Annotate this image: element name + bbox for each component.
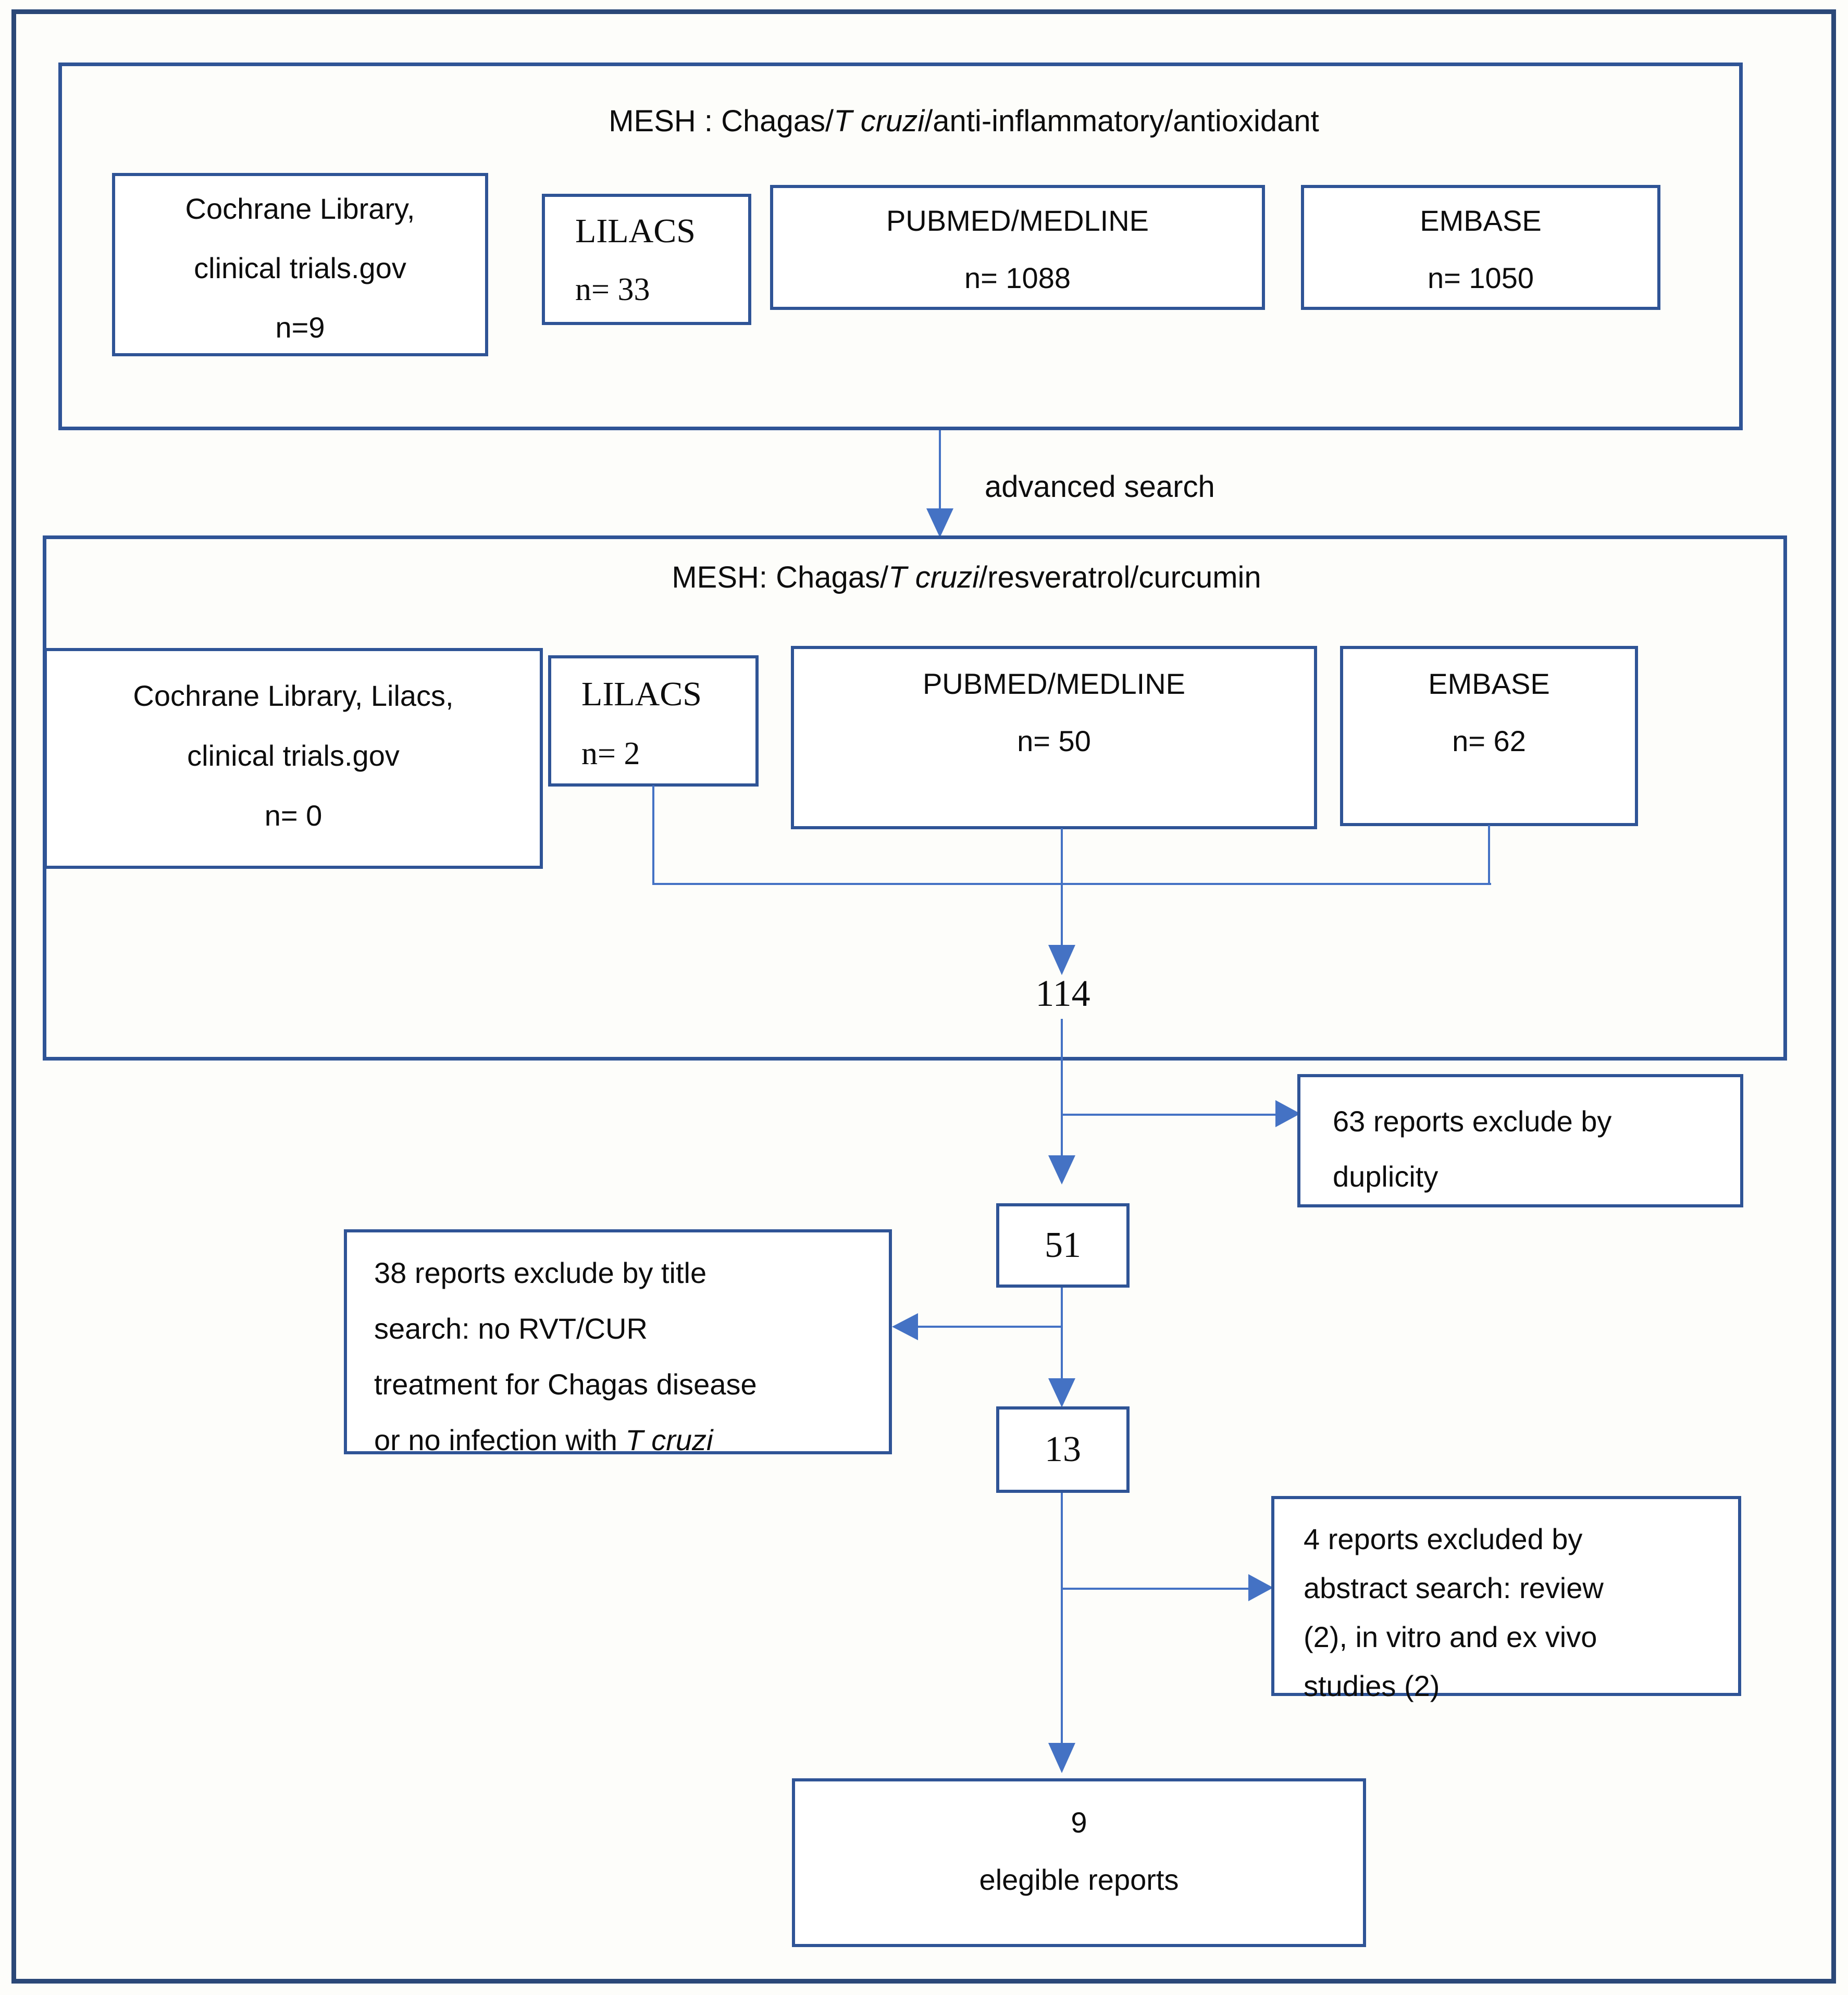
box-embase-2: EMBASE n= 62 — [1340, 646, 1638, 826]
eligible-reports-line2: elegible reports — [979, 1863, 1179, 1896]
branch-to-abstract-exclusion — [1062, 1588, 1249, 1590]
section1-title-post: /anti-inflammatory/antioxidant — [924, 104, 1319, 138]
box-cochrane-1: Cochrane Library, clinical trials.gov n=… — [112, 173, 488, 356]
box-lilacs-2-line1: LILACS — [581, 675, 702, 713]
page-border — [11, 9, 1836, 1984]
box-pubmed-1-line2: n= 1088 — [964, 261, 1071, 294]
section2-title-pre: MESH: Chagas/ — [672, 560, 889, 594]
box-embase-1-line2: n= 1050 — [1428, 261, 1534, 294]
branch-to-duplicity — [1062, 1114, 1276, 1116]
box-pubmed-2: PUBMED/MEDLINE n= 50 — [791, 646, 1317, 829]
branch-to-title-exclusion — [917, 1326, 1062, 1328]
excluded-abstract-line1: 4 reports excluded by — [1304, 1523, 1583, 1555]
box-cochrane-1-line2: clinical trials.gov — [194, 252, 406, 284]
advanced-search-label: advanced search — [985, 470, 1215, 504]
section2-title-italic: T cruzi — [888, 560, 979, 594]
box-cochrane-2-line3: n= 0 — [264, 799, 323, 832]
box-cochrane-2: Cochrane Library, Lilacs, clinical trial… — [44, 648, 543, 869]
box-embase-2-line2: n= 62 — [1452, 725, 1526, 757]
connector-pubmed2-down — [1061, 828, 1063, 946]
box-lilacs-2-line2: n= 2 — [581, 736, 640, 771]
box-pubmed-1-line1: PUBMED/MEDLINE — [886, 204, 1149, 237]
section2-title: MESH: Chagas/T cruzi/resveratrol/curcumi… — [224, 558, 1709, 597]
box-embase-1: EMBASE n= 1050 — [1301, 185, 1660, 310]
box-count-51: 51 — [996, 1203, 1130, 1288]
box-excluded-abstract: 4 reports excluded by abstract search: r… — [1271, 1496, 1741, 1702]
box-lilacs-1: LILACS n= 33 — [542, 194, 751, 325]
box-lilacs-1-line1: LILACS — [575, 212, 696, 250]
box-embase-2-line1: EMBASE — [1428, 667, 1550, 700]
excluded-title-line3: treatment for Chagas disease — [374, 1368, 757, 1401]
arrow-to-duplicity-head — [1275, 1100, 1300, 1127]
excluded-duplicity-line1: 63 reports exclude by — [1333, 1105, 1612, 1138]
arrow-to-13-head — [1048, 1378, 1075, 1407]
box-count-13: 13 — [996, 1406, 1130, 1493]
excluded-duplicity-line2: duplicity — [1333, 1160, 1438, 1193]
box-pubmed-1: PUBMED/MEDLINE n= 1088 — [770, 185, 1265, 310]
box-eligible-reports: 9 elegible reports — [792, 1778, 1366, 1947]
box-cochrane-2-line1: Cochrane Library, Lilacs, — [133, 679, 454, 712]
count-114: 114 — [1035, 972, 1090, 1014]
arrow-to-abstract-exclusion-head — [1248, 1574, 1273, 1601]
box-excluded-title: 38 reports exclude by title search: no R… — [344, 1229, 892, 1456]
section1-title: MESH : Chagas/T cruzi/anti-inflammatory/… — [240, 102, 1688, 141]
box-lilacs-2: LILACS n= 2 — [548, 655, 759, 787]
section1-title-italic: T cruzi — [834, 104, 925, 138]
spine-13-to-final — [1061, 1493, 1063, 1744]
arrow-to-final-head — [1048, 1743, 1075, 1773]
box-pubmed-2-line1: PUBMED/MEDLINE — [922, 667, 1186, 700]
excluded-title-line4-pre: or no infection with — [374, 1424, 626, 1456]
arrow-advanced-search-head — [926, 508, 953, 538]
section-first-search — [58, 63, 1743, 430]
box-excluded-duplicity: 63 reports exclude by duplicity — [1297, 1074, 1743, 1207]
section1-title-pre: MESH : Chagas/ — [609, 104, 834, 138]
box-cochrane-1-line1: Cochrane Library, — [185, 192, 415, 225]
box-embase-1-line1: EMBASE — [1420, 204, 1542, 237]
arrow-advanced-search-line — [939, 430, 941, 509]
arrow-to-114-head — [1048, 945, 1075, 975]
box-lilacs-1-line2: n= 33 — [575, 272, 650, 307]
excluded-title-line2: search: no RVT/CUR — [374, 1312, 648, 1345]
connector-lilacs2-down — [652, 785, 654, 884]
section2-title-post: /resveratrol/curcumin — [979, 560, 1261, 594]
excluded-abstract-line3: (2), in vitro and ex vivo — [1304, 1620, 1597, 1653]
box-cochrane-2-line2: clinical trials.gov — [187, 739, 400, 772]
box-pubmed-2-line2: n= 50 — [1017, 725, 1091, 757]
excluded-title-line1: 38 reports exclude by title — [374, 1256, 707, 1289]
excluded-title-line4: or no infection with T cruzi — [374, 1412, 889, 1468]
spine-114-to-51 — [1061, 1019, 1063, 1156]
arrow-to-51-head — [1048, 1155, 1075, 1184]
excluded-title-line4-italic: T cruzi — [625, 1424, 713, 1456]
excluded-abstract-line2: abstract search: review — [1304, 1572, 1604, 1604]
connector-embase2-down — [1488, 825, 1490, 885]
box-cochrane-1-line3: n=9 — [275, 311, 325, 344]
excluded-abstract-line4: studies (2) — [1304, 1669, 1440, 1702]
arrow-to-title-exclusion-head — [892, 1313, 918, 1340]
spine-51-to-13 — [1061, 1288, 1063, 1379]
eligible-reports-line1: 9 — [1071, 1806, 1087, 1839]
connector-junction — [652, 883, 1491, 885]
